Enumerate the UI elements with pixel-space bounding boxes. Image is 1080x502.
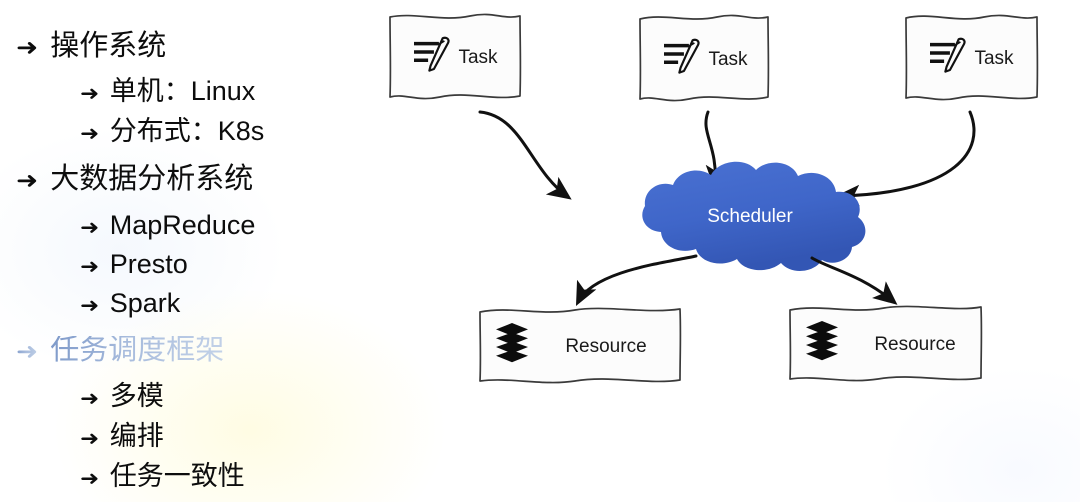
task-node-3[interactable]: Task	[905, 14, 1039, 101]
task-label: Task	[458, 47, 498, 68]
bullet-arrow-icon: ➜	[80, 81, 100, 105]
outline-item-1[interactable]: ➜ 单机：Linux	[80, 78, 255, 105]
outline-item-6[interactable]: ➜ Spark	[80, 290, 180, 317]
arrow-task1-to-scheduler	[478, 110, 572, 200]
outline-item-7[interactable]: ➜ 任务调度框架	[16, 336, 224, 365]
bullet-arrow-icon: ➜	[16, 339, 39, 365]
outline-item-4[interactable]: ➜ MapReduce	[80, 212, 255, 239]
resource-node-2[interactable]: Resource	[789, 305, 983, 382]
outline-item-label: MapReduce	[109, 210, 256, 240]
outline-item-label: 任务调度框架	[50, 334, 225, 366]
resource-label: Resource	[565, 336, 646, 357]
bullet-arrow-icon: ➜	[80, 121, 100, 145]
outline-item-label: 大数据分析系统	[50, 163, 254, 195]
outline-item-2[interactable]: ➜ 分布式：K8s	[80, 118, 264, 145]
bullet-arrow-icon: ➜	[80, 293, 100, 317]
scheduler-label: Scheduler	[707, 206, 793, 227]
outline-item-8[interactable]: ➜ 多模	[80, 383, 164, 410]
outline-item-label: 多模	[109, 381, 164, 411]
arrow-scheduler-to-resource2	[810, 256, 898, 305]
bullet-arrow-icon: ➜	[16, 35, 39, 61]
outline-item-3[interactable]: ➜ 大数据分析系统	[16, 165, 253, 194]
outline-item-label: 编排	[109, 421, 164, 451]
bullet-arrow-icon: ➜	[16, 168, 39, 194]
resource-label: Resource	[874, 334, 955, 355]
arrow-scheduler-to-resource1	[575, 254, 698, 307]
task-node-2[interactable]: Task	[639, 14, 770, 102]
outline-item-label: 单机：Linux	[109, 76, 256, 106]
outline-item-label: Spark	[109, 288, 181, 318]
outline-item-label: Presto	[109, 249, 188, 279]
outline-item-9[interactable]: ➜ 编排	[80, 423, 164, 450]
cloud-shape	[642, 161, 866, 271]
bullet-arrow-icon: ➜	[80, 215, 100, 239]
outline-item-10[interactable]: ➜ 任务一致性	[80, 463, 245, 490]
outline-item-5[interactable]: ➜ Presto	[80, 251, 188, 278]
bullet-arrow-icon: ➜	[80, 254, 100, 278]
bullet-arrow-icon: ➜	[80, 386, 100, 410]
outline-item-label: 分布式：K8s	[109, 116, 265, 146]
bullet-arrow-icon: ➜	[80, 426, 100, 450]
scheduler-node[interactable]: Scheduler	[642, 161, 866, 271]
scheduler-architecture-diagram: Task Task Task	[370, 0, 1080, 502]
outline-item-0[interactable]: ➜ 操作系统	[16, 32, 166, 61]
resource-node-1[interactable]: Resource	[479, 307, 682, 384]
outline-item-label: 任务一致性	[109, 461, 245, 491]
arrow-task3-to-scheduler	[835, 110, 976, 207]
task-node-1[interactable]: Task	[389, 13, 522, 100]
task-label: Task	[974, 48, 1014, 69]
bullet-arrow-icon: ➜	[80, 466, 100, 490]
task-label: Task	[708, 49, 748, 70]
outline-list: ➜ 操作系统 ➜ 单机：Linux ➜ 分布式：K8s ➜ 大数据分析系统 ➜ …	[0, 0, 380, 502]
outline-item-label: 操作系统	[50, 30, 167, 62]
